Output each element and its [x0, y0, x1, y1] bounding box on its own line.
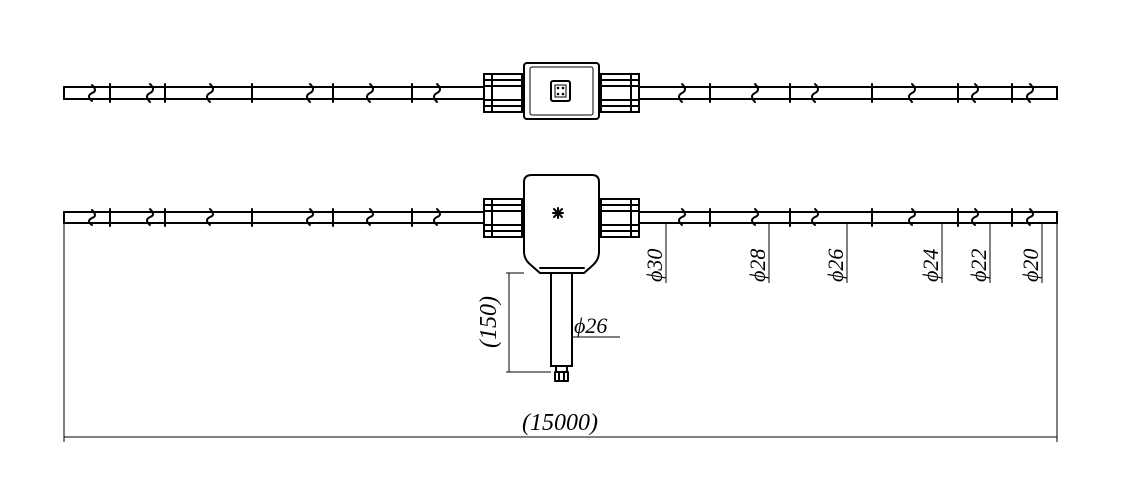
housing-marker-icon — [552, 207, 564, 219]
top-right-nut — [600, 73, 640, 113]
dimension-lines — [63, 223, 1058, 442]
front-left-nut — [483, 198, 523, 238]
rod-diameter-label-1: ϕ30 — [642, 249, 667, 282]
top-housing — [523, 62, 600, 120]
front-view — [63, 174, 1058, 382]
top-left-nut — [483, 73, 523, 113]
top-rod-right — [636, 83, 1058, 103]
probe-diameter-label: ϕ26 — [574, 313, 607, 338]
rod-diameter-label-5: ϕ22 — [966, 249, 991, 282]
rod-diameter-label-4: ϕ24 — [918, 249, 943, 282]
probe-length-label: (150) — [476, 296, 502, 348]
top-view — [63, 62, 1058, 120]
front-rod-left — [63, 208, 486, 227]
front-housing — [523, 174, 600, 274]
probe — [550, 272, 573, 382]
rod-diameter-label-3: ϕ26 — [823, 249, 848, 282]
rod-diameter-label-6: ϕ20 — [1018, 249, 1043, 282]
rod-diameter-label-2: ϕ28 — [745, 249, 770, 282]
total-length-label: (15000) — [522, 410, 598, 436]
front-right-nut — [600, 198, 640, 238]
top-rod-left — [63, 83, 486, 103]
